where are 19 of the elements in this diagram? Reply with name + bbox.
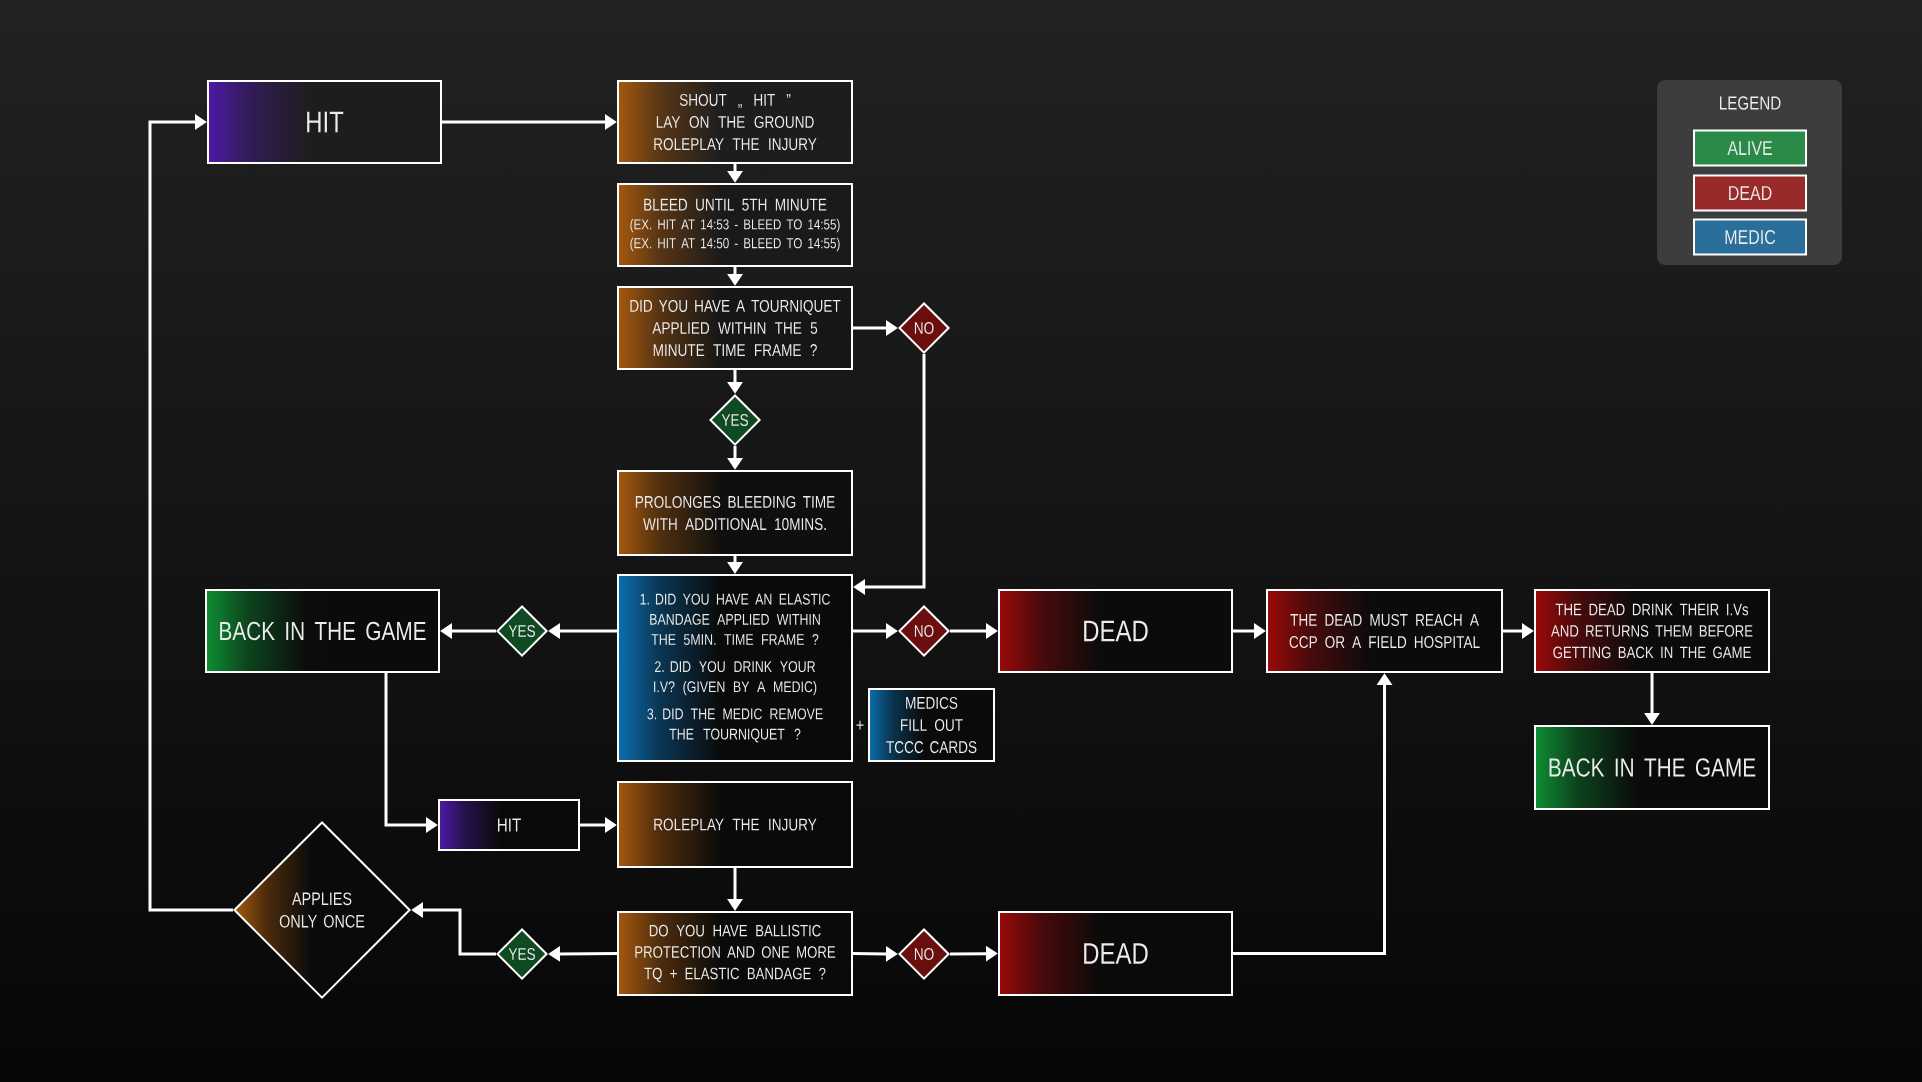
process-box: PROLONGES BLEEDING TIME WITH ADDITIONAL 10MINS. [617,470,853,556]
process-box: DO YOU HAVE BALLISTIC PROTECTION AND ONE MORE TQ + ELASTIC BANDAGE ? [617,911,853,996]
process-box: BLEED UNTIL 5TH MINUTE (EX. HIT AT 14:53 - BLEED TO 14:55) (EX. HIT AT 14:50 - BLEED TO 14:55) [617,183,853,267]
process-box: THE DEAD DRINK THEIR I.Vs AND RETURNS THEM BEFORE GETTING BACK IN THE GAME [1534,589,1770,673]
process-box: DEAD [998,911,1233,996]
process-box: SHOUT „ HIT ” LAY ON THE GROUND ROLEPLAY THE INJURY [617,80,853,164]
process-box: MEDICS FILL OUT TCCC CARDS [868,688,995,762]
process-box: BACK IN THE GAME [205,589,440,673]
process-box: HIT [207,80,442,164]
arrow [148,114,233,912]
process-box: THE DEAD MUST REACH A CCP OR A FIELD HOSPITAL [1266,589,1503,673]
process-box: 1. DID YOU HAVE AN ELASTIC BANDAGE APPLIED WITHIN THE 5MIN. TIME FRAME ? 2. DID YOU DRINK YOUR I.V? (GIVEN BY A MEDIC) 3. DID THE MEDIC REMOVE THE TOURNIQUET ? [617,574,853,762]
process-box: ROLEPLAY THE INJURY [617,781,853,868]
process-box: DEAD [998,589,1233,673]
process-box: DID YOU HAVE A TOURNIQUET APPLIED WITHIN THE 5 MINUTE TIME FRAME ? [617,286,853,370]
process-box: BACK IN THE GAME [1534,725,1770,810]
legend-title: LEGEND [1720,96,1781,110]
plus-sign: + [856,720,864,730]
process-box: HIT [438,799,580,851]
